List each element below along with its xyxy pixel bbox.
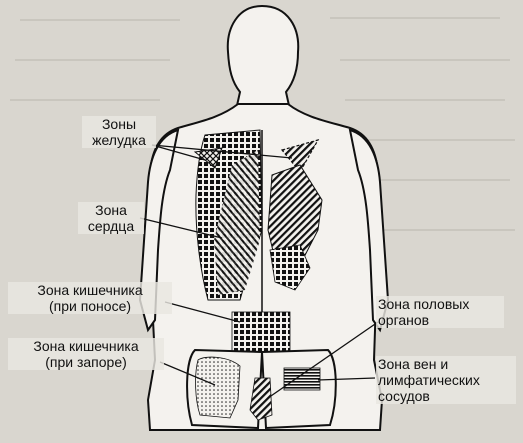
label-heart-zone-line2: сердца [80, 218, 142, 234]
intestine-diarrhea-zone-area [232, 312, 290, 352]
label-veins-lymph-line1: Зона вен и [378, 356, 514, 372]
label-intestine-diarrhea-line1: Зона кишечника [10, 282, 170, 298]
label-stomach-zones: Зоны желудка [82, 116, 156, 148]
label-genital-zone-line1: Зона половых [378, 296, 502, 312]
label-stomach-zones-line1: Зоны [84, 116, 154, 132]
label-heart-zone-line1: Зона [80, 202, 142, 218]
label-intestine-constipation-line2: (при запоре) [10, 354, 162, 370]
label-intestine-constipation-line1: Зона кишечника [10, 338, 162, 354]
label-intestine-diarrhea-line2: (при поносе) [10, 298, 170, 314]
label-veins-lymph-line3: сосудов [378, 388, 514, 404]
label-intestine-diarrhea: Зона кишечника (при поносе) [8, 282, 172, 314]
veins-lymph-zone-area [284, 368, 320, 390]
label-stomach-zones-line2: желудка [84, 132, 154, 148]
head [228, 6, 298, 110]
label-veins-lymph-line2: лимфатических [378, 372, 514, 388]
label-intestine-constipation: Зона кишечника (при запоре) [8, 338, 164, 370]
label-veins-lymph-zone: Зона вен и лимфатических сосудов [376, 356, 516, 404]
label-genital-zone-line2: органов [378, 312, 502, 328]
intestine-constipation-zone-area [196, 357, 240, 418]
label-heart-zone: Зона сердца [78, 202, 144, 234]
label-genital-zone: Зона половых органов [376, 296, 504, 328]
